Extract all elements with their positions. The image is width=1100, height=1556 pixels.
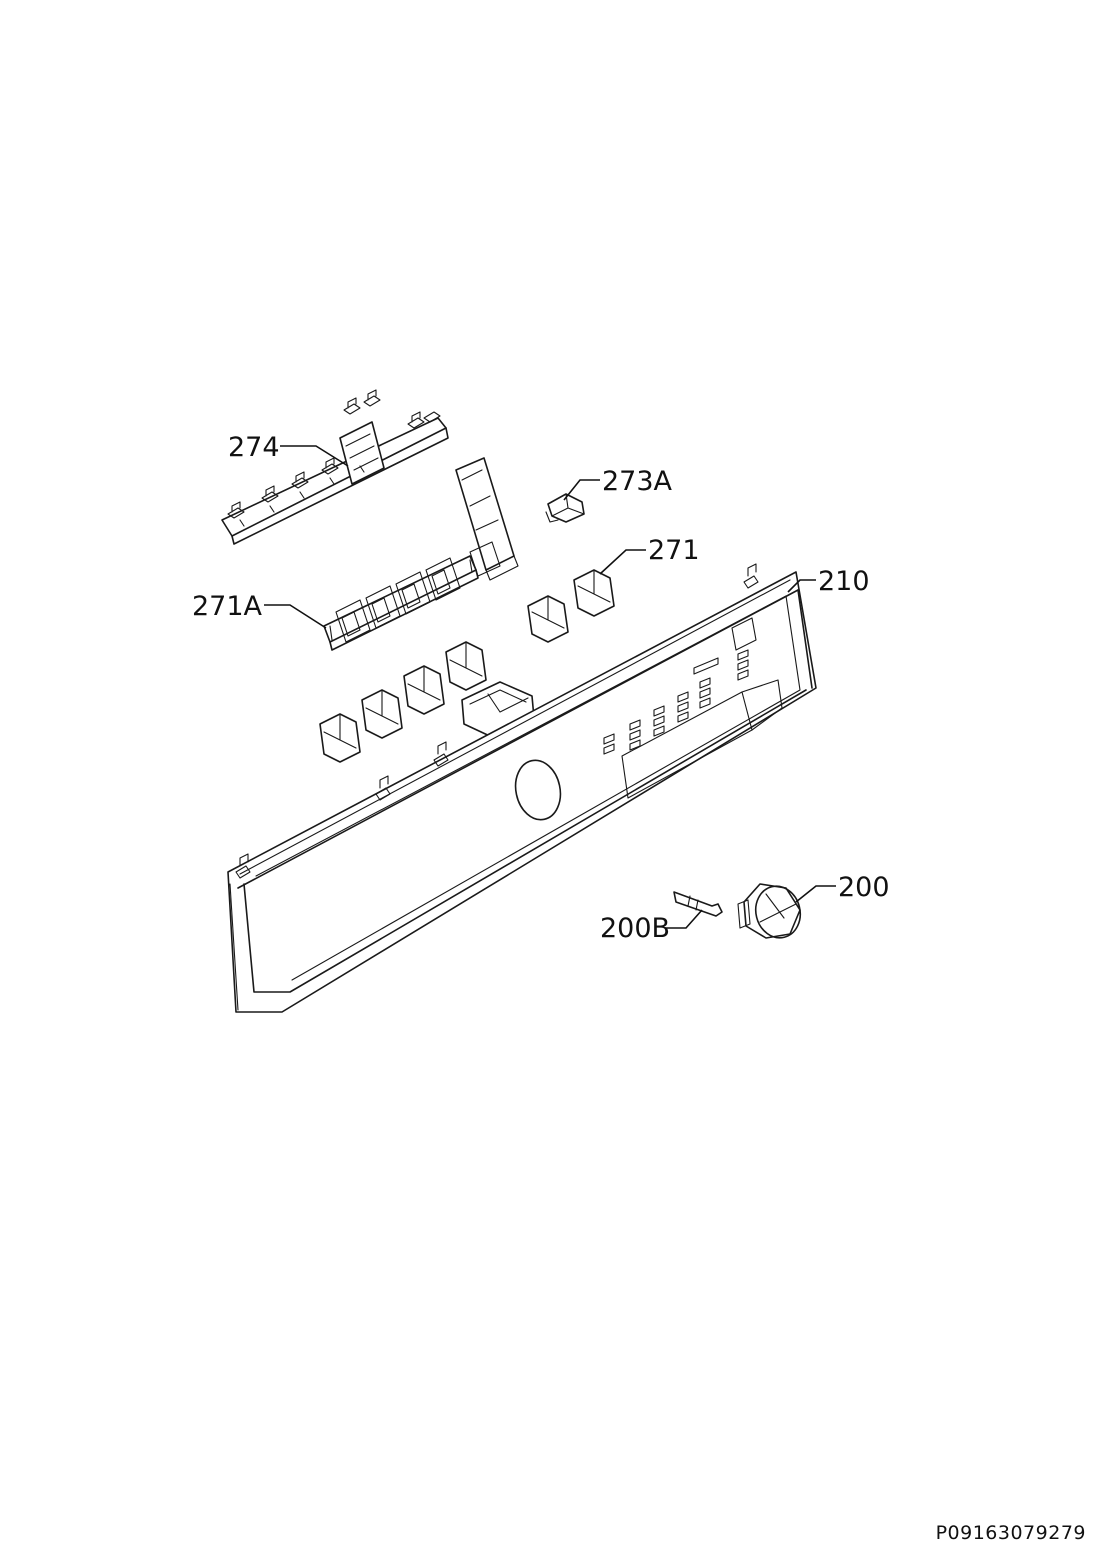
leader-lines bbox=[264, 445, 836, 929]
label-271: 271 bbox=[648, 535, 700, 566]
label-273A: 273A bbox=[602, 466, 673, 497]
label-271A: 271A bbox=[192, 591, 263, 622]
document-number: P09163079279 bbox=[935, 1522, 1086, 1544]
label-200B: 200B bbox=[600, 913, 670, 944]
part-273A-clip bbox=[545, 493, 585, 523]
part-274-contact-strip bbox=[221, 389, 449, 545]
label-200: 200 bbox=[838, 872, 890, 903]
label-210: 210 bbox=[818, 566, 870, 597]
part-271A-carrier-frame bbox=[323, 457, 519, 651]
part-number-labels: 274 273A 271 210 271A 200 200B bbox=[192, 432, 890, 944]
part-200B-shaft bbox=[673, 891, 723, 917]
label-274: 274 bbox=[228, 432, 280, 463]
part-210-control-panel bbox=[227, 563, 817, 1013]
part-271-push-buttons bbox=[319, 569, 615, 763]
part-200-knob bbox=[737, 883, 802, 939]
